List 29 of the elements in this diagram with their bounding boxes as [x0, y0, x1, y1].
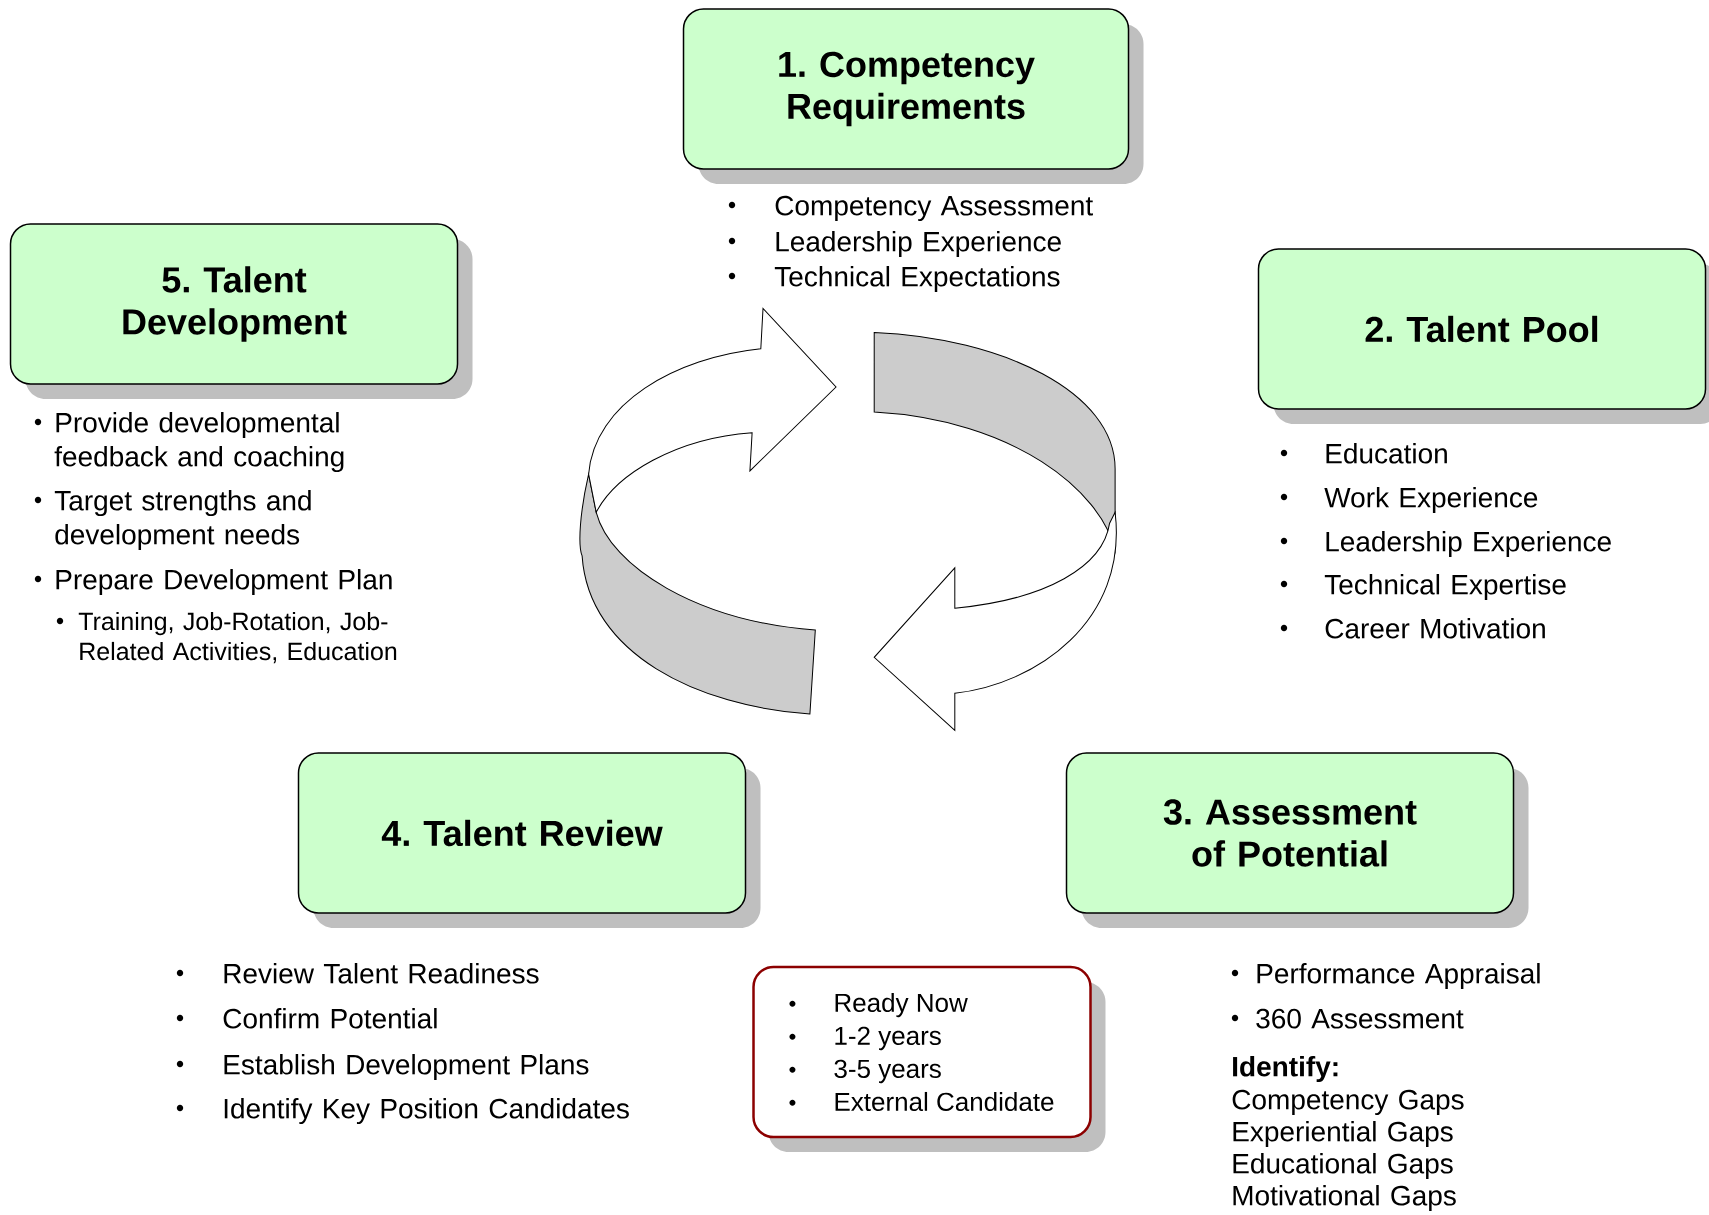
- list-text: Motivational Gaps: [1233, 1185, 1456, 1212]
- bullet-item: Target strengths and development needs: [34, 490, 311, 551]
- bullet-item: Provide developmental feedback and coaching: [34, 412, 344, 473]
- bullet-item: Technical Expertise: [1280, 574, 1566, 601]
- bullet-item: Work Experience: [1280, 487, 1538, 514]
- bullet-item: Confirm Potential: [176, 1008, 437, 1029]
- bullet-item: Competency Assessment: [728, 195, 1093, 222]
- bullet-item: Technical Expectations: [728, 266, 1060, 293]
- text-box: Ready Now 1-2 years 3-5 years External Candidate: [752, 965, 1106, 1152]
- process-box: 5. Talent Development: [9, 223, 473, 399]
- process-box: 1. Competency Requirements: [682, 8, 1144, 184]
- bullet-item: Leadership Experience: [1280, 531, 1611, 558]
- bullet-item: Prepare Development Plan: [34, 569, 392, 596]
- bullet-item: Establish Development Plans: [176, 1054, 589, 1081]
- list-text: Experiential Gaps: [1233, 1121, 1453, 1148]
- process-box: 4. Talent Review: [297, 752, 761, 928]
- bullet-item: 360 Assessment: [1231, 1008, 1464, 1029]
- process-box: 3. Assessment of Potential: [1065, 752, 1529, 928]
- bullet-item: Education: [1280, 443, 1447, 464]
- bullet-item: Career Motivation: [1280, 618, 1545, 639]
- list-text: Identify:: [1233, 1056, 1338, 1083]
- bullet-item: Review Talent Readiness: [176, 963, 539, 984]
- list-text: Educational Gaps: [1233, 1153, 1453, 1180]
- bullet-item: Training, Job-Rotation, Job-Related Activities, Education: [56, 611, 397, 664]
- process-box: 2. Talent Pool: [1257, 248, 1709, 424]
- list-text: Competency Gaps: [1232, 1089, 1464, 1116]
- bullet-item: Performance Appraisal: [1231, 963, 1540, 990]
- bullet-item: Leadership Experience: [728, 231, 1061, 258]
- bullet-item: Identify Key Position Candidates: [176, 1098, 629, 1125]
